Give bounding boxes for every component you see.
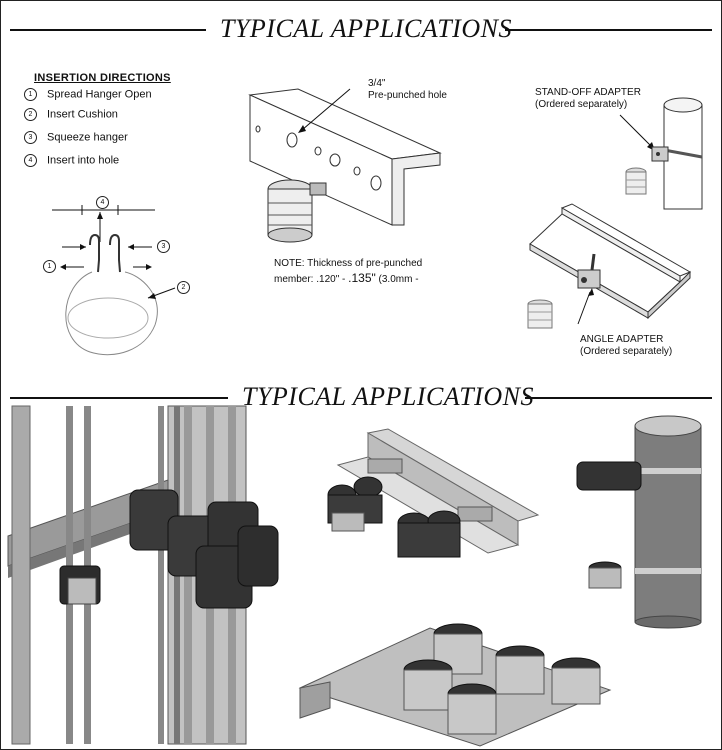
hanger-icon: [625, 167, 647, 195]
callout-4: 4: [96, 196, 109, 209]
callout-1: 1: [43, 260, 56, 273]
section-title: TYPICAL APPLICATIONS: [242, 382, 534, 411]
double-clamp-icon: [327, 476, 383, 532]
small-clamp-icon: [588, 561, 622, 589]
insertion-directions-title: INSERTION DIRECTIONS: [34, 72, 171, 84]
punched-member-drawing: [248, 88, 442, 243]
callout-2: 2: [177, 281, 190, 294]
angle-adapter-drawing: [527, 203, 692, 329]
multi-rod-clamp-icon: [129, 489, 279, 609]
pipe-clamp-illustration: [576, 415, 702, 629]
double-clamp-icon: [551, 657, 601, 705]
flat-bracket-clamp-illustration: [298, 623, 612, 747]
double-clamp-icon: [397, 510, 461, 558]
standoff-adapter-drawing: [619, 97, 703, 210]
double-clamp-icon: [447, 683, 497, 735]
section-header-bottom: TYPICAL APPLICATIONS: [0, 384, 722, 410]
thickness-note-line1: NOTE: Thickness of pre-punched: [274, 258, 423, 269]
small-clamp-icon: [59, 565, 101, 605]
standoff-adapter-sub: (Ordered separately): [535, 99, 628, 110]
angle-adapter-title: ANGLE ADAPTER: [580, 334, 664, 345]
hanger-icon: [527, 299, 553, 329]
thickness-note-line2: member: .120" - .135" (3.0mm -: [274, 271, 419, 285]
hole-size-label: 3/4": [368, 78, 386, 89]
standoff-adapter-title: STAND-OFF ADAPTER: [535, 87, 641, 98]
hole-label: Pre-punched hole: [368, 90, 447, 101]
hanger-insertion-diagram: [52, 205, 176, 356]
header-rule-left: [10, 397, 228, 399]
double-clamp-icon: [576, 461, 642, 491]
header-rule-left: [10, 29, 206, 31]
rod-clamp-rail-illustration: [7, 405, 298, 745]
header-rule-right: [525, 397, 712, 399]
callout-3: 3: [157, 240, 170, 253]
double-clamp-icon: [495, 645, 545, 695]
hanger-icon: [267, 179, 327, 243]
angle-bracket-clamp-illustration: [327, 428, 540, 558]
double-clamp-icon: [403, 659, 453, 711]
section-header-top: TYPICAL APPLICATIONS: [0, 16, 722, 42]
angle-adapter-sub: (Ordered separately): [580, 346, 673, 357]
section-title: TYPICAL APPLICATIONS: [220, 14, 512, 43]
header-rule-right: [505, 29, 712, 31]
